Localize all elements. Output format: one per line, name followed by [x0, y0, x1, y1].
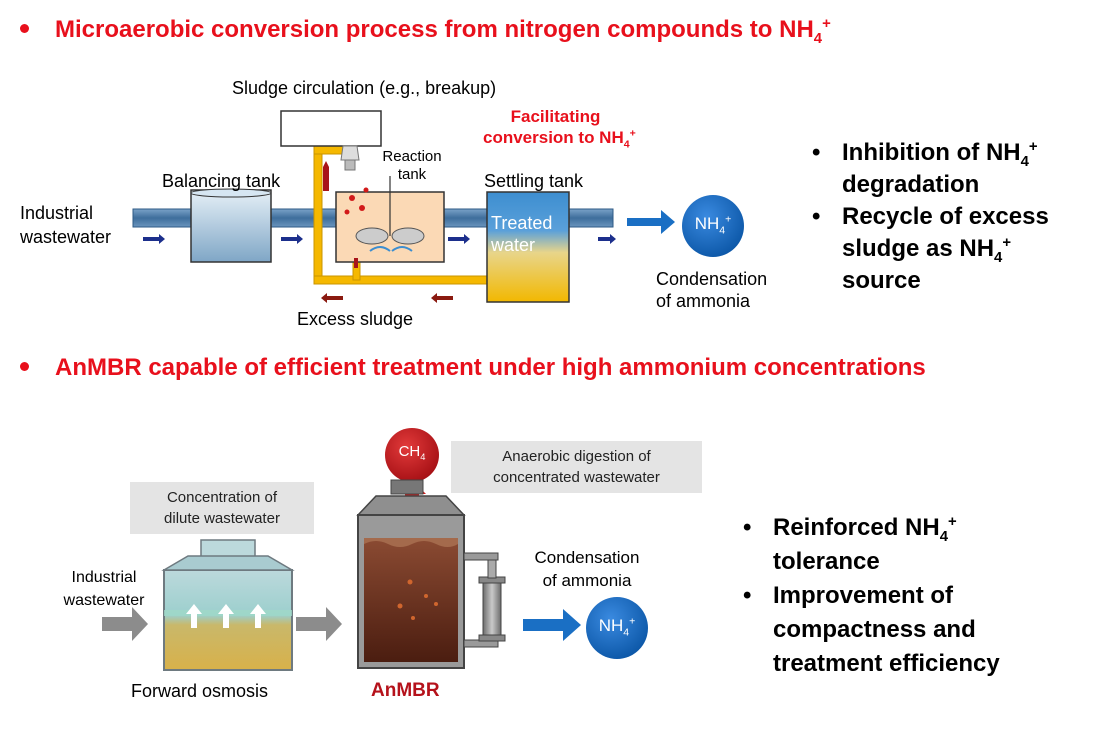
ch4-ball	[385, 428, 439, 482]
treated-water-label: Treated water	[491, 213, 553, 255]
anaerobic-note-box	[451, 441, 702, 493]
bullet-item-2: •Recycle of excess	[812, 203, 1049, 230]
forward-osmosis-label: Forward osmosis	[131, 681, 269, 701]
balancing-tank	[190, 188, 272, 263]
section2-bullets: •Reinforced NH4+ tolerance •Improvement …	[743, 511, 1000, 681]
concentration-note-box	[130, 482, 314, 534]
settling-tank	[486, 191, 570, 303]
nh4-ball-1	[682, 195, 744, 257]
facilitating-label: Facilitating conversion to NH4+	[483, 107, 636, 151]
bullet-item-4: •Improvement of	[743, 582, 954, 609]
transfer-arrow	[296, 607, 342, 641]
sludge-circulation-unit	[280, 110, 382, 147]
bullet-dot	[20, 24, 29, 34]
anmbr-vessel	[356, 479, 506, 669]
bullet-item-3: •Reinforced NH4+	[743, 514, 957, 545]
inflow-arrow	[102, 607, 148, 641]
nh4-label-1: NH4+	[694, 213, 732, 237]
nozzle-icon	[340, 145, 360, 161]
output-arrow-2	[523, 609, 581, 641]
nh4-label-2: NH4+	[598, 615, 636, 639]
anmbr-label: AnMBR	[371, 680, 440, 701]
settling-tank-label: Settling tank	[484, 171, 584, 191]
condensation-label-2: Condensation of ammonia	[534, 548, 640, 590]
industrial-wastewater-label-2: Industrial wastewater	[63, 569, 145, 609]
industrial-wastewater-label-1: Industrial wastewater	[20, 203, 112, 247]
concentration-note: Concentration of dilute wastewater	[164, 489, 280, 527]
anaerobic-note: Anaerobic digestion of concentrated wast…	[493, 448, 660, 486]
sludge-arrows	[321, 161, 453, 303]
section2-heading: AnMBR capable of efficient treatment und…	[20, 354, 926, 382]
bullet-dot	[20, 362, 29, 372]
section1-heading: Microaerobic conversion process from nit…	[20, 16, 831, 46]
reaction-tank	[335, 176, 445, 263]
section1-bullets: •Inhibition of NH4+ degradation •Recycle…	[812, 139, 1049, 294]
sludge-circulation-label: Sludge circulation (e.g., breakup)	[232, 78, 497, 98]
forward-osmosis-vessel	[161, 539, 295, 671]
reaction-tank-label: Reaction tank	[382, 148, 442, 183]
excess-sludge-label: Excess sludge	[297, 309, 414, 329]
condensation-label-1: Condensation of ammonia	[656, 269, 768, 311]
output-arrow	[627, 210, 675, 234]
balancing-tank-label: Balancing tank	[162, 171, 281, 191]
bullet-item-1: •Inhibition of NH4+	[812, 139, 1038, 170]
ch4-label: CH4	[398, 443, 426, 462]
nh4-ball-2	[586, 597, 648, 659]
flow-arrows	[143, 234, 616, 244]
